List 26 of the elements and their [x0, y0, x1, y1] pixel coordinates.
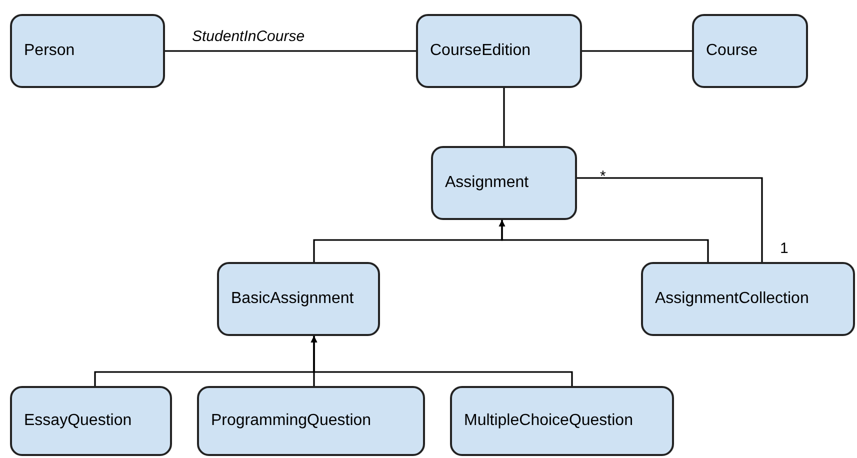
class-box	[450, 386, 674, 456]
class-box	[10, 14, 165, 88]
class-box	[641, 262, 855, 336]
class-box	[10, 386, 172, 456]
connector-line	[165, 50, 416, 52]
class-box	[692, 14, 808, 88]
connector-line	[498, 220, 709, 262]
class-name: EssayQuestion	[24, 411, 132, 431]
connector-line	[582, 50, 692, 52]
class-box	[431, 146, 577, 220]
class-name: AssignmentCollection	[655, 289, 809, 309]
class-name: Assignment	[445, 173, 529, 193]
class-name: Person	[24, 41, 75, 61]
connector-line	[577, 177, 763, 262]
class-box	[416, 14, 582, 88]
connector-line	[503, 88, 505, 146]
class-name: Course	[706, 41, 758, 61]
multiplicity-label: *	[600, 168, 606, 186]
class-name: MultipleChoiceQuestion	[464, 411, 633, 431]
class-name: ProgrammingQuestion	[211, 411, 372, 431]
class-box	[197, 386, 425, 456]
class-name: CourseEdition	[430, 41, 530, 61]
class-name: BasicAssignment	[231, 289, 354, 309]
multiplicity-label: 1	[780, 240, 788, 258]
class-box	[217, 262, 380, 336]
connector-line	[310, 336, 573, 386]
